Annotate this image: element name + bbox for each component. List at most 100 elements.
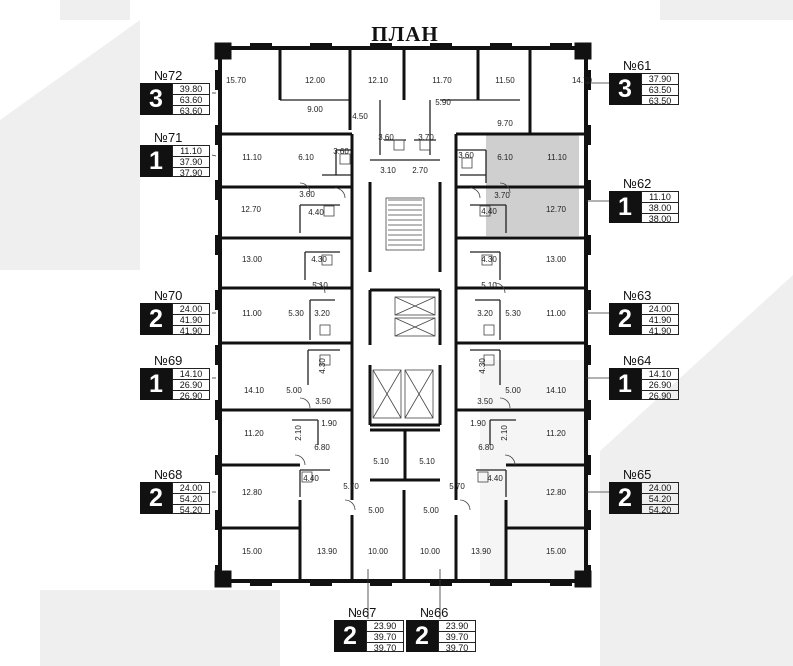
bath-fixture [419,139,431,151]
room-area-label: 2.10 [500,425,509,441]
room-area-label: 3.60 [378,133,394,142]
room-area-label: 13.90 [471,547,492,556]
area-value: 39.80 [179,84,203,94]
apartment-number: №67 [348,605,377,620]
background-shape [40,590,280,666]
page-title: ПЛАН [371,22,439,46]
room-area-label: 5.00 [505,386,521,395]
room-area-label: 15.00 [546,547,567,556]
room-area-label: 4.30 [481,255,497,264]
room-area-label: 5.00 [368,506,384,515]
area-value: 39.70 [438,631,476,642]
room-area-label: 5.90 [435,98,451,107]
room-area-label: 11.10 [547,153,567,162]
area-value: 39.70 [438,642,476,653]
room-area-label: 9.70 [497,119,513,128]
area-value: 26.90 [641,390,679,401]
room-area-label: 11.10 [242,153,262,162]
leader-line [211,154,217,157]
door-swing [299,182,311,194]
corner-column [214,42,232,60]
bath-fixture [461,157,473,169]
room-count-badge: 1 [140,368,172,400]
room-area-label: 3.20 [477,309,493,318]
bath-fixture [339,153,351,165]
area-value: 38.00 [641,202,679,213]
bath-fixture [477,471,489,483]
room-area-label: 4.30 [318,358,327,374]
area-box [438,620,476,652]
room-count-badge: 1 [609,368,641,400]
room-count-badge: 2 [140,303,172,335]
room-area-label: 11.20 [244,429,264,438]
room-area-label: 5.70 [343,482,359,491]
room-area-label: 12.80 [546,488,567,497]
area-value: 11.10 [180,146,202,156]
area-value: 11.10 [649,192,671,202]
door-swing [459,499,471,511]
door-swing [314,282,326,294]
area-box [172,303,210,335]
door-swing [344,499,356,511]
room-area-label: 5.10 [419,457,435,466]
room-area-label: 13.00 [242,255,263,264]
room-area-label: 3.70 [494,191,510,200]
apartment-number: №66 [420,605,449,620]
room-area-label: 3.50 [477,397,493,406]
room-count-badge: 3 [140,83,172,115]
area-box [641,303,679,335]
area-value: 24.00 [648,304,672,314]
area-box [641,368,679,400]
room-count-badge: 1 [609,191,641,223]
room-area-label: 3.10 [380,166,396,175]
area-value: 63.50 [641,84,679,95]
room-area-label: 12.00 [305,76,326,85]
area-value: 23.90 [373,621,397,631]
room-area-label: 13.00 [546,255,567,264]
area-value: 26.90 [172,379,210,390]
room-area-label: 2.70 [412,166,428,175]
room-area-label: 3.50 [315,397,331,406]
elevator [394,296,436,316]
room-area-label: 5.00 [423,506,439,515]
room-area-label: 11.70 [432,76,452,85]
area-value: 14.10 [648,369,672,379]
highlighted-apartment-62 [486,135,579,236]
area-value: 54.20 [641,493,679,504]
room-area-label: 3.60 [299,190,315,199]
area-box [172,482,210,514]
room-area-label: 10.00 [368,547,389,556]
bath-fixture [323,205,335,217]
room-area-label: 9.00 [307,105,323,114]
door-swing [294,454,306,466]
area-value: 39.70 [366,631,404,642]
room-area-label: 5.10 [312,281,328,290]
room-area-label: 5.10 [481,281,497,290]
area-value: 26.90 [172,390,210,401]
area-box [641,482,679,514]
area-box [366,620,404,652]
area-value: 14.10 [179,369,203,379]
corner-column [574,42,592,60]
room-area-label: 12.10 [368,76,389,85]
room-area-label: 3.60 [333,147,349,156]
room-area-label: 12.80 [242,488,263,497]
area-value: 63.60 [172,105,210,116]
bath-fixture [393,139,405,151]
area-value: 24.00 [179,483,203,493]
room-area-label: 4.30 [478,358,487,374]
area-value: 37.90 [172,156,210,167]
door-swing [494,282,506,294]
bath-fixture [483,354,495,366]
bath-fixture [481,254,493,266]
apartment-number: №72 [154,68,183,83]
room-area-label: 11.50 [495,76,515,85]
